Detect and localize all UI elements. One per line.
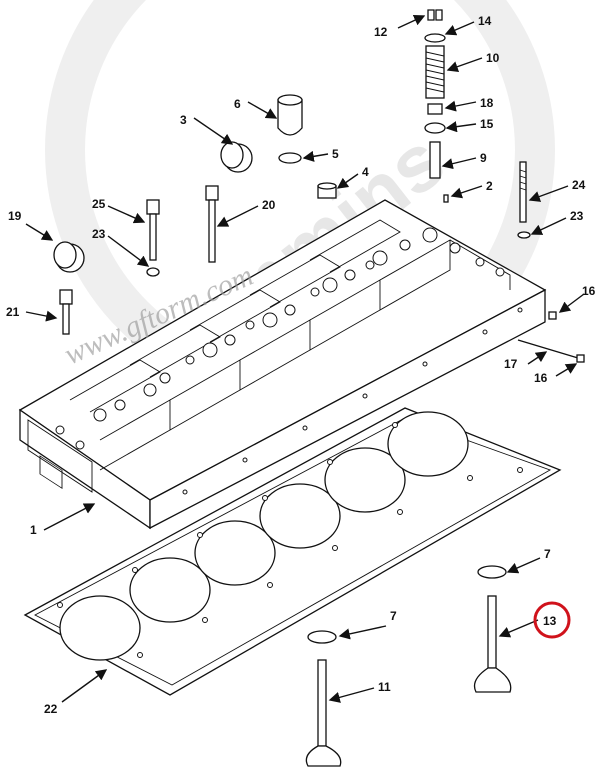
valve-13 [473,595,512,693]
callout-11: 11 [378,680,391,694]
callout-24: 24 [572,178,586,192]
stud [519,161,527,223]
dowel-pin [443,194,449,203]
callout-21: 21 [6,305,20,319]
cylinder-head [18,199,547,530]
rod [517,339,579,359]
callout-10: 10 [486,51,500,65]
callout-22: 22 [44,702,58,716]
callout-3: 3 [180,113,187,127]
callout-20: 20 [262,198,276,212]
callout-15: 15 [480,117,494,131]
callout-7-right: 7 [544,547,551,561]
valve-seat-right [477,565,507,579]
callout-14: 14 [478,14,492,28]
capscrew-25 [146,199,160,261]
expansion-plug-3 [220,141,253,173]
callout-16-lower: 16 [534,371,548,385]
callout-4: 4 [362,165,369,179]
callout-17: 17 [504,357,518,371]
callout-23-left: 23 [92,227,106,241]
callout-16-upper: 16 [582,284,596,298]
callout-23-right: 23 [570,209,584,223]
expansion-plug-19 [53,241,85,273]
injector-sleeve [277,94,303,136]
callout-18: 18 [480,96,494,110]
plug-16-lower [576,354,585,363]
callout-9: 9 [480,151,487,165]
callout-25: 25 [92,197,106,211]
callout-7-left: 7 [390,609,397,623]
valve-spring [425,45,445,99]
valve-11 [305,659,342,767]
spring-seat [424,122,446,134]
washer-right [517,231,531,239]
callout-5: 5 [332,147,339,161]
valve-stem-seal [427,103,443,115]
highlight-ring [533,601,571,639]
callout-6: 6 [234,97,241,111]
valve-collets [427,9,443,21]
o-ring [278,152,302,164]
valve-guide [429,141,441,179]
plug-4 [317,182,337,199]
plug-16-upper [548,311,557,320]
callout-13[interactable]: 13 [543,614,557,628]
capscrew-20 [205,185,219,263]
head-gasket [23,407,562,696]
washer-left [146,267,160,277]
callout-1: 1 [30,523,37,537]
valve-seat-left [307,630,337,644]
callout-2: 2 [486,179,493,193]
leader-lines [25,15,585,703]
callout-12: 12 [374,25,388,39]
spring-retainer [424,33,446,43]
callout-19: 19 [8,209,22,223]
capscrew-21 [59,289,73,335]
